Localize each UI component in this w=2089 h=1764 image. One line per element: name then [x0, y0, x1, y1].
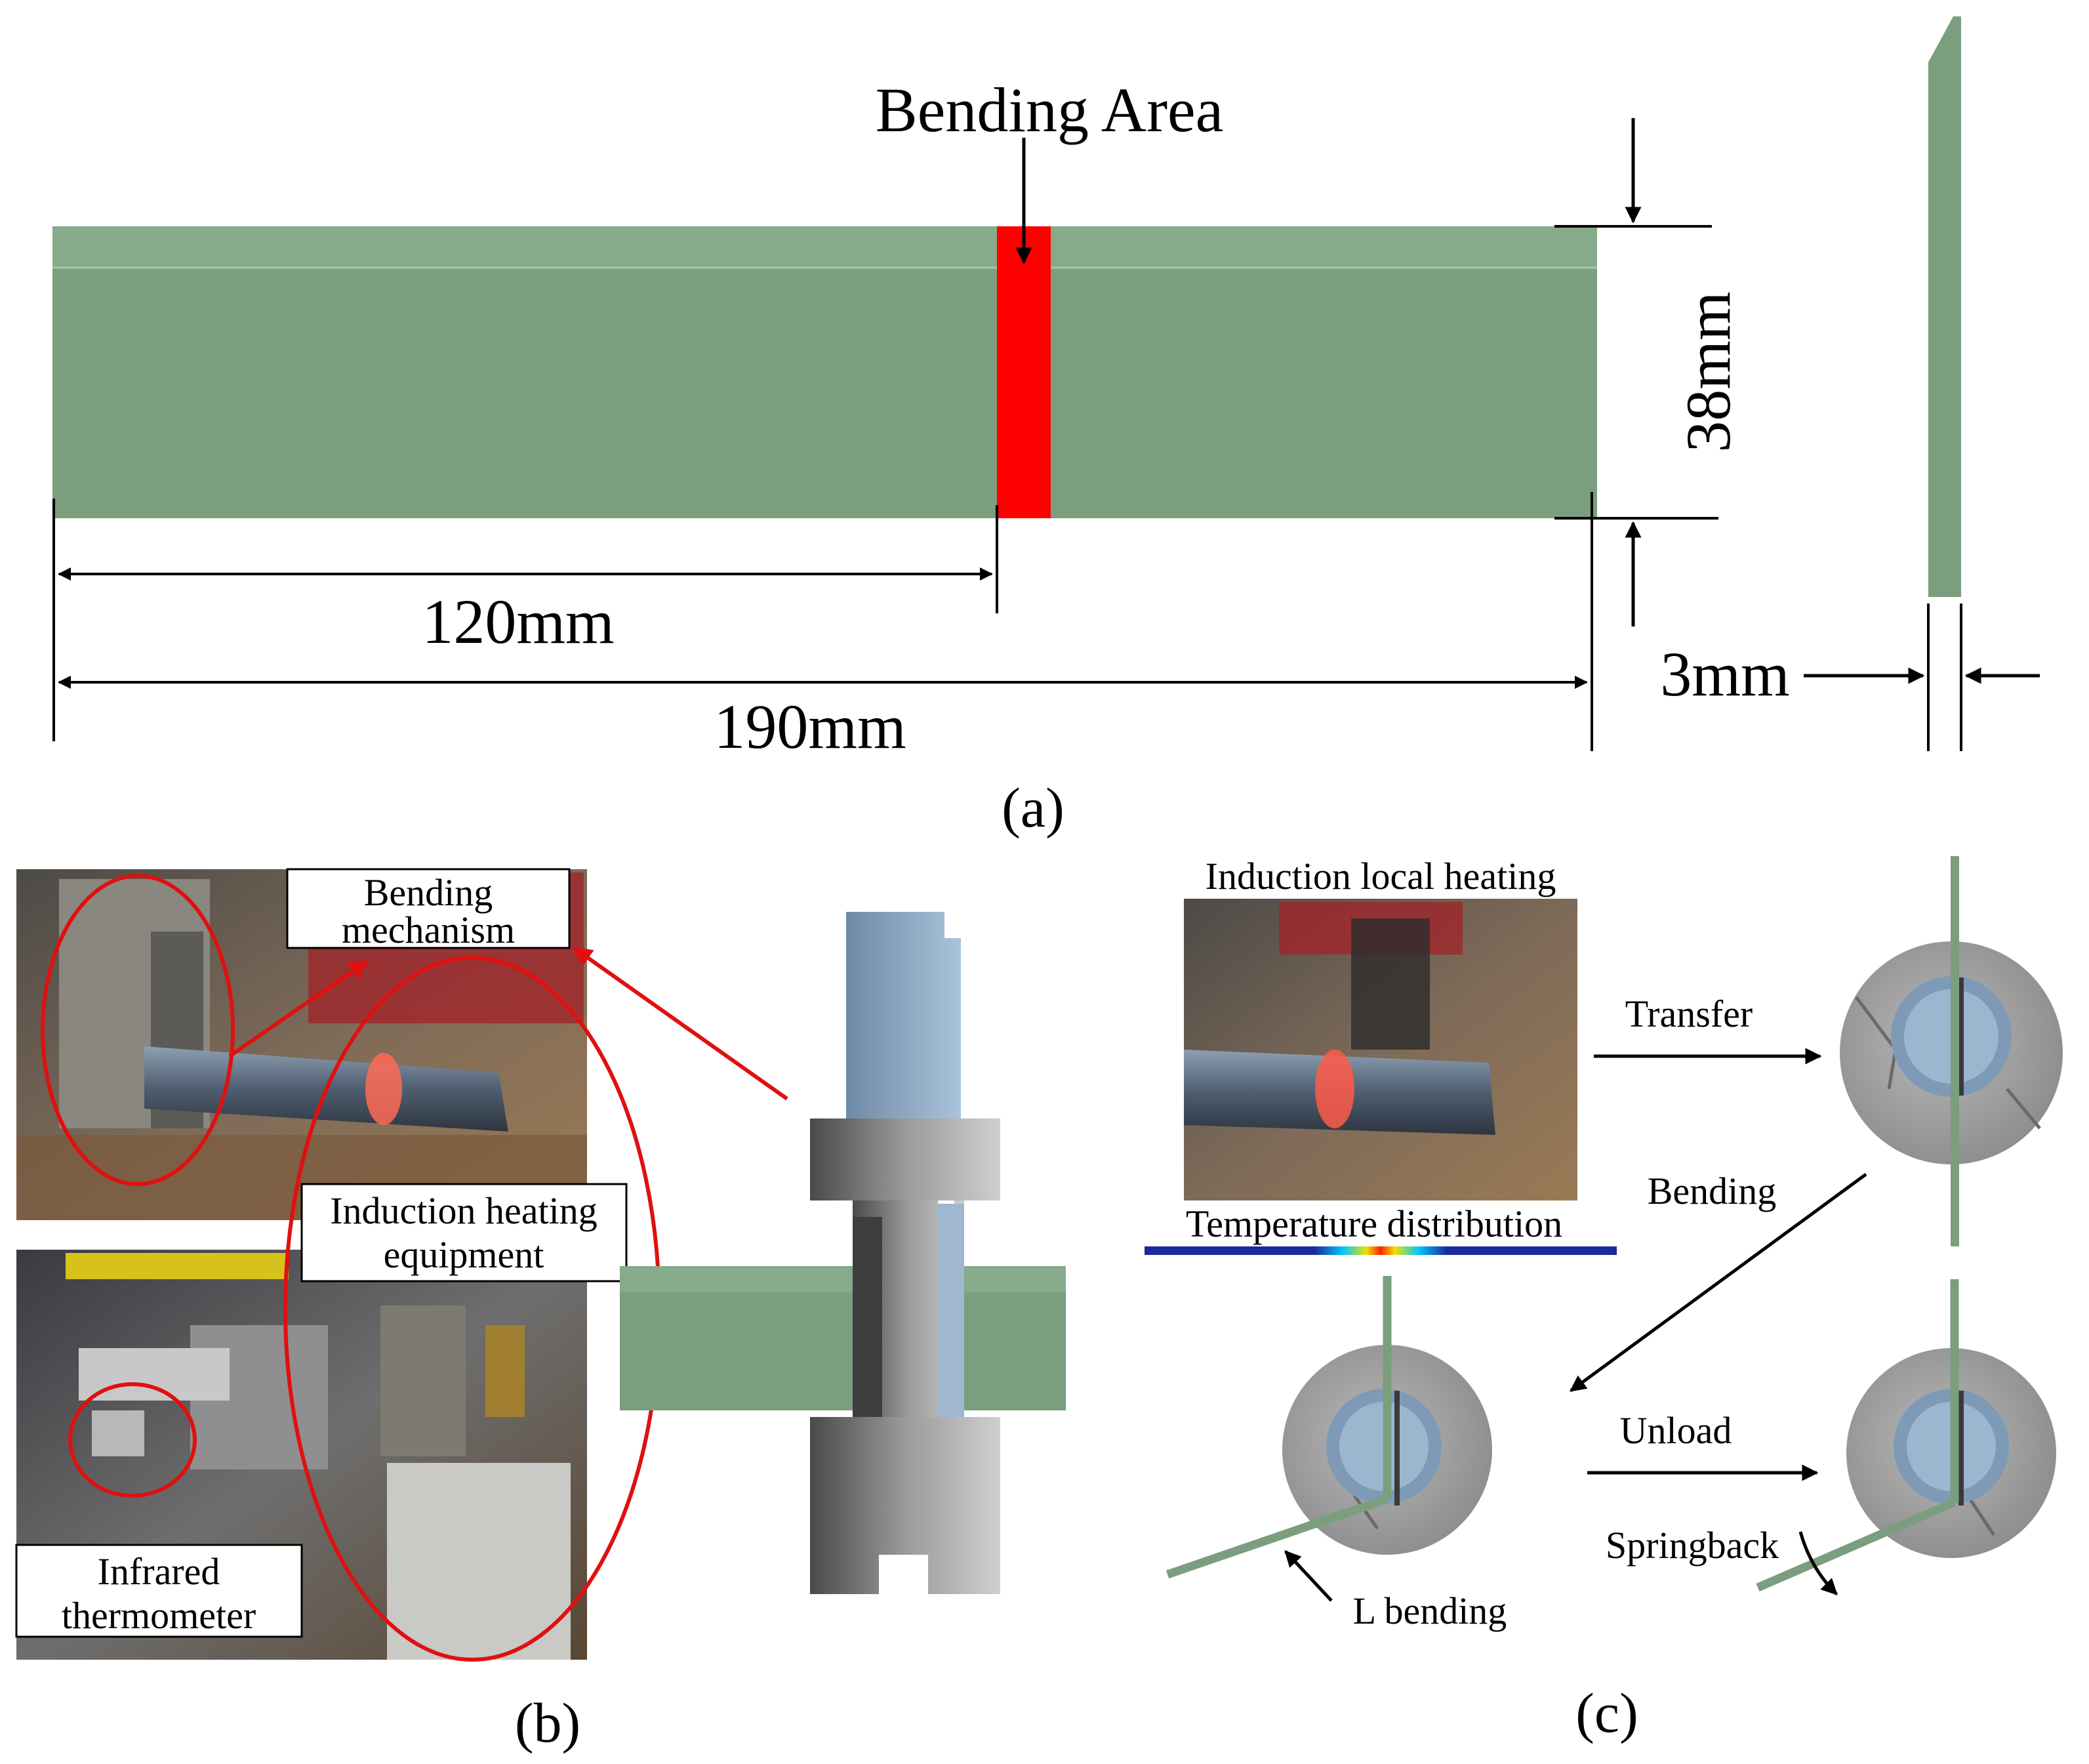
- label-induction-line1: Induction heating: [330, 1189, 598, 1232]
- bending-area-band: [997, 226, 1051, 518]
- bending-area-label: Bending Area: [876, 75, 1224, 145]
- model-upper-shaft-notch: [944, 912, 961, 938]
- sheet-spring-horizontal: [1756, 1498, 1957, 1591]
- label-bending-line2: mechanism: [342, 909, 515, 951]
- arrow-l-bending: [1284, 1550, 1333, 1602]
- photo-yellow-frame: [66, 1253, 289, 1279]
- label-unload: Unload: [1620, 1409, 1732, 1452]
- photo-local-fixture: [1351, 918, 1430, 1050]
- dim-190-label: 190mm: [714, 691, 906, 762]
- specimen-plate: [52, 226, 1597, 518]
- photo-brass-coil: [485, 1325, 525, 1417]
- callout-arrow-model: [572, 946, 788, 1101]
- sheet-transfer: [1951, 856, 1959, 1246]
- panel-b: Bending mechanism Induction heating equi…: [15, 868, 1066, 1754]
- photo-hot-spot: [365, 1053, 402, 1125]
- label-induction-line2: equipment: [384, 1233, 544, 1276]
- label-box-infrared: [15, 1544, 303, 1638]
- caption-c: (c): [1575, 1681, 1638, 1744]
- label-induction-local-heating: Induction local heating: [1206, 855, 1556, 897]
- label-transfer: Transfer: [1625, 993, 1753, 1035]
- photo-heater-top: [380, 1305, 466, 1456]
- photo-local-hotspot: [1315, 1050, 1354, 1128]
- label-infrared-line1: Infrared: [98, 1550, 220, 1593]
- side-view-strip: [1928, 16, 1961, 597]
- panel-a: Bending Area 120mm 190mm 38mm 3mm (a): [52, 16, 2040, 839]
- arrow-springback: [1798, 1531, 1838, 1595]
- die-transfer: [1840, 856, 2063, 1246]
- dim-38-label: 38mm: [1673, 291, 1743, 452]
- callout-arrow-bending: [228, 959, 369, 1058]
- sheet-l-horizontal: [1166, 1494, 1389, 1579]
- model-base-notch: [879, 1555, 928, 1594]
- caption-b: (b): [515, 1691, 580, 1754]
- arrow-bending: [1569, 1172, 1867, 1393]
- model-inner-slot: [853, 1217, 882, 1427]
- model-collar-upper: [810, 1118, 1000, 1200]
- dim-120-label: 120mm: [422, 586, 614, 657]
- panel-c: Induction local heating Temperature dist…: [1145, 855, 2063, 1744]
- photo-heater-box: [387, 1463, 571, 1660]
- die-l-bending: [1166, 1276, 1492, 1579]
- caption-a: (a): [1002, 776, 1064, 839]
- model-blue-insert: [938, 1204, 964, 1427]
- model-upper-shaft: [846, 912, 961, 1128]
- dim-3-label: 3mm: [1660, 639, 1789, 709]
- model-specimen-top: [620, 1266, 1066, 1292]
- die-springback: [1756, 1279, 2056, 1591]
- callout-ellipse-thermometer: [68, 1382, 197, 1498]
- label-bending: Bending: [1648, 1170, 1777, 1212]
- label-springback: Springback: [1606, 1524, 1779, 1567]
- label-l-bending: L bending: [1353, 1590, 1507, 1632]
- label-bending-line1: Bending: [364, 871, 493, 914]
- label-infrared-line2: thermometer: [62, 1594, 256, 1637]
- temperature-bar: [1145, 1246, 1617, 1255]
- label-temperature-distribution: Temperature distribution: [1186, 1202, 1562, 1245]
- label-box-bending-mechanism: [286, 868, 571, 949]
- photo-thermometer-sensor: [92, 1410, 144, 1456]
- specimen-top-edge: [52, 226, 1597, 268]
- label-box-induction: [300, 1183, 628, 1282]
- callout-ellipse-bending: [41, 874, 235, 1186]
